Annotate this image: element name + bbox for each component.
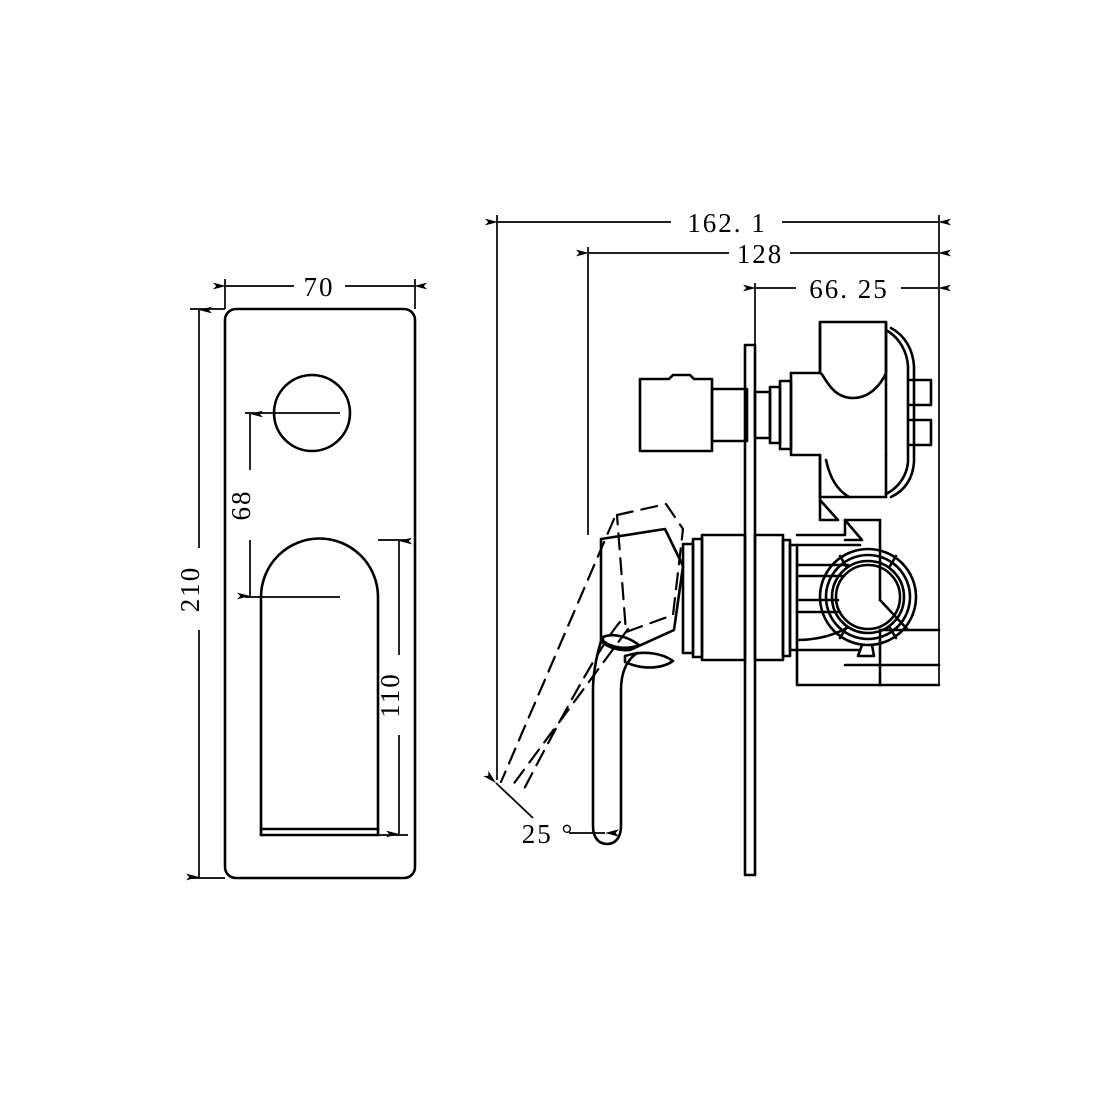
diverter-collar-a [753,390,772,440]
diverter-outer-tab-upper [906,378,933,407]
mixer-shell-chamfer [843,518,864,542]
diverter-skirt-curve [824,458,851,499]
valve-spoke-br [888,626,898,640]
lever-ghost-outline [615,502,685,634]
diverter-body-top-profile [789,320,888,400]
dim-label-66-25: 66. 25 [809,274,889,304]
lever-ghost-edge-c [522,620,622,791]
side-view-dimensions [483,215,951,837]
mixer-shell-bottom [795,628,882,687]
dim-label-70: 70 [304,272,335,302]
front-view-group [223,307,417,880]
faceplate-outline [223,307,417,880]
mixer-cylinder-rear [753,533,785,662]
diverter-outer-tab-lower [906,418,933,447]
diverter-knob-stem [710,387,749,443]
diverter-knob-cap [638,373,714,453]
mixer-collar-a [681,542,695,655]
valve-spoke-tl [838,554,848,568]
lever-handle-body [599,527,685,652]
front-view-dimensions [186,279,427,881]
lever-ghost-dashed [499,502,685,791]
diverter-body-outer-curve-2 [889,326,916,499]
mixer-collar-d [788,543,799,652]
dim-leader-25-left [483,770,534,819]
dim-label-110: 110 [375,672,405,718]
valve-spoke-bl [838,626,848,640]
dim-label-128: 128 [737,239,784,269]
lever-arm [591,639,639,846]
valve-bottom-lug [856,643,876,658]
mixer-shell-top-step [795,518,882,537]
mixer-collar-c [781,538,792,658]
mixer-cylinder-front [700,533,747,662]
lever-slot-outline [259,537,380,837]
lever-thumb-grip [623,651,675,669]
dim-label-68: 68 [226,490,256,521]
mixer-collar-b [691,537,704,659]
valve-ring-3 [830,559,906,635]
dim-label-25-deg: 25 ° [522,819,575,849]
valve-outer-ring [818,547,918,647]
lever-handle-notch [601,633,641,650]
dim-label-210: 210 [175,566,205,613]
valve-spoke-tr [888,554,898,568]
diverter-body-outer-curve [884,328,910,496]
diverter-skirt-chamfer [818,495,840,522]
valve-ring-4 [834,563,902,631]
diverter-collar-c [778,379,793,451]
dim-label-162-1: 162. 1 [687,208,767,238]
lever-ghost-edge-a [499,517,616,784]
valve-ring-2 [824,553,912,641]
diverter-collar-b [768,385,782,445]
wall-plate-profile [743,343,757,877]
lever-ghost-edge-b [510,627,630,788]
side-view-group [499,320,941,877]
